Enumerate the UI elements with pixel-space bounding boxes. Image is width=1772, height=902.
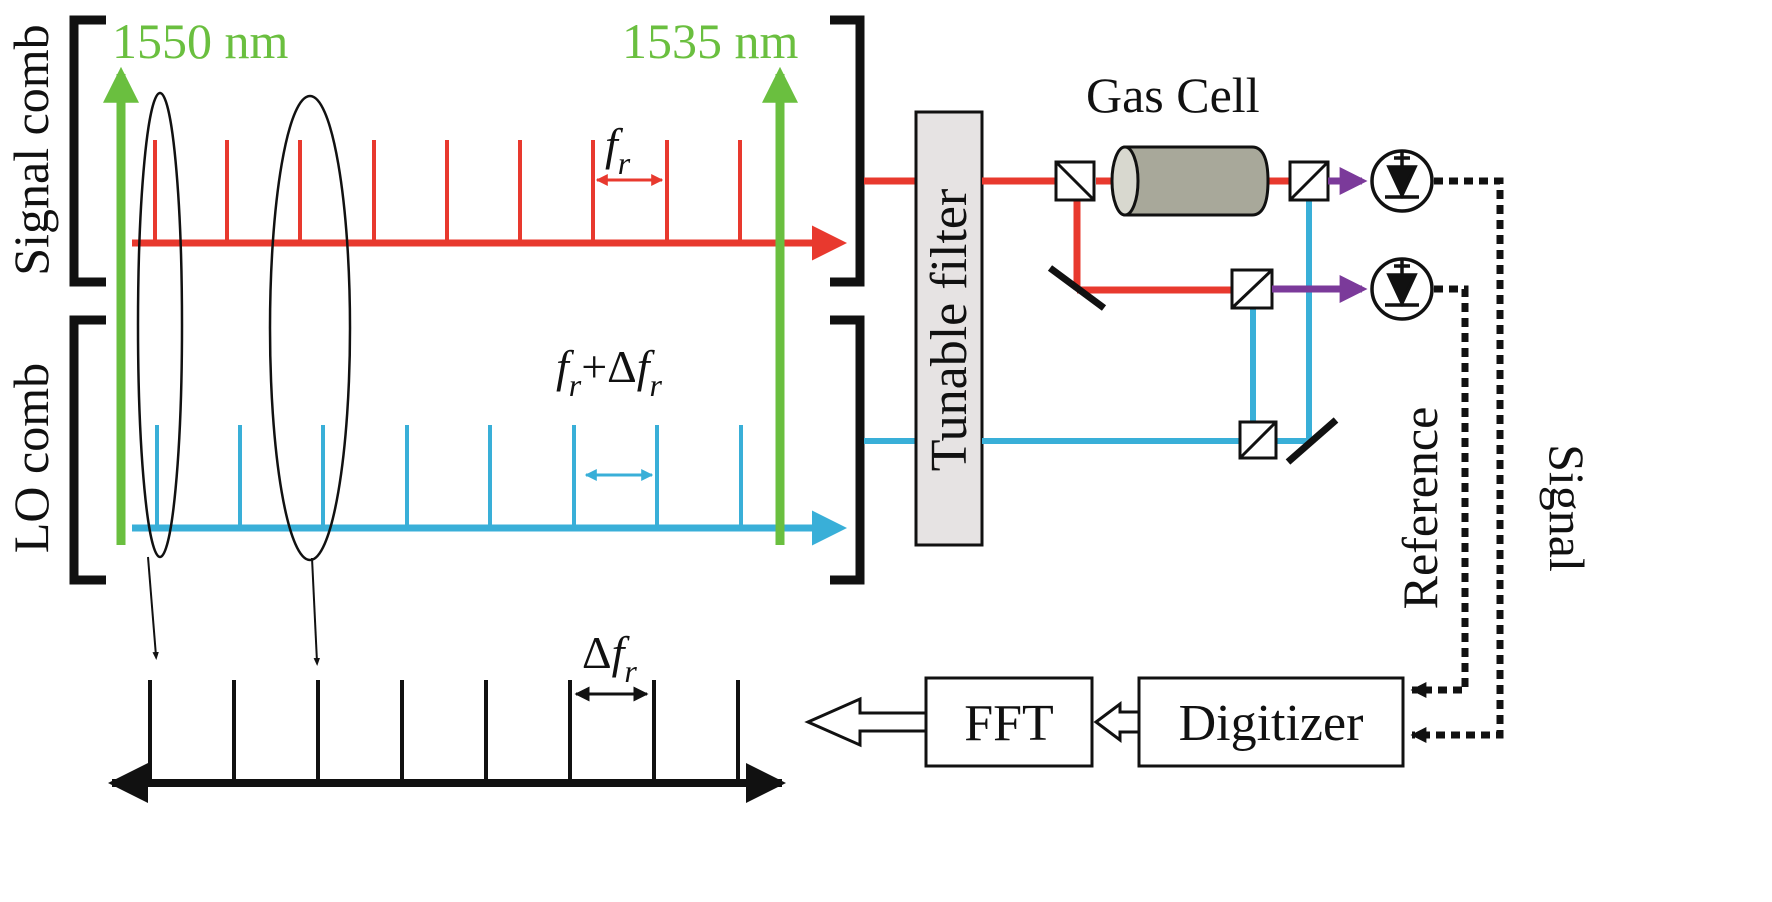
delta-fr-label: Δfr xyxy=(582,627,637,689)
pair-ellipse-2 xyxy=(268,94,352,562)
beamsplitter-icon xyxy=(1238,420,1278,460)
signal-cable-label: Signal xyxy=(1539,444,1595,572)
signal-cable xyxy=(1410,177,1504,743)
wavelength-label-1535: 1535 nm xyxy=(622,13,799,69)
tunable-filter xyxy=(914,110,984,547)
pair-ellipse-1 xyxy=(136,91,184,559)
beamsplitter-icon xyxy=(1288,160,1330,202)
digitizer-to-fft-arrow xyxy=(1093,701,1141,743)
pair-arrow-1 xyxy=(147,556,159,660)
fft-label: FFT xyxy=(964,695,1054,752)
tunable-filter-label: Tunable filter xyxy=(921,189,978,472)
lo-comb-label: LO comb xyxy=(3,363,59,553)
beamsplitter-icon xyxy=(1054,160,1096,202)
signal-comb-teeth xyxy=(153,140,742,243)
rf-comb-teeth xyxy=(148,680,740,783)
signal-comb-label: Signal comb xyxy=(3,24,59,275)
digitizer-label: Digitizer xyxy=(1179,695,1364,752)
fr-plus-delta-fr-label: fr+Δfr xyxy=(556,341,663,403)
gas-cell xyxy=(1110,145,1270,217)
lo-comb-bracket xyxy=(69,315,865,585)
gas-cell-label: Gas Cell xyxy=(1086,67,1260,123)
beamsplitter-icon xyxy=(1230,268,1274,310)
signal-comb-bracket xyxy=(69,15,865,287)
digitizer-box xyxy=(1137,676,1405,768)
reference-label: Reference xyxy=(1392,407,1448,610)
lo-comb-teeth xyxy=(155,425,743,528)
fft-to-spectrum-arrow xyxy=(804,696,928,748)
wavelength-label-1550: 1550 nm xyxy=(112,13,289,69)
mirror-icon xyxy=(1285,417,1339,465)
pair-arrow-2 xyxy=(311,557,321,666)
fr-label: fr xyxy=(605,119,631,181)
reference-cable xyxy=(1410,285,1469,698)
photodiode-icon xyxy=(1370,257,1434,321)
photodiode-icon xyxy=(1370,149,1434,213)
mirror-icon xyxy=(1047,265,1107,311)
